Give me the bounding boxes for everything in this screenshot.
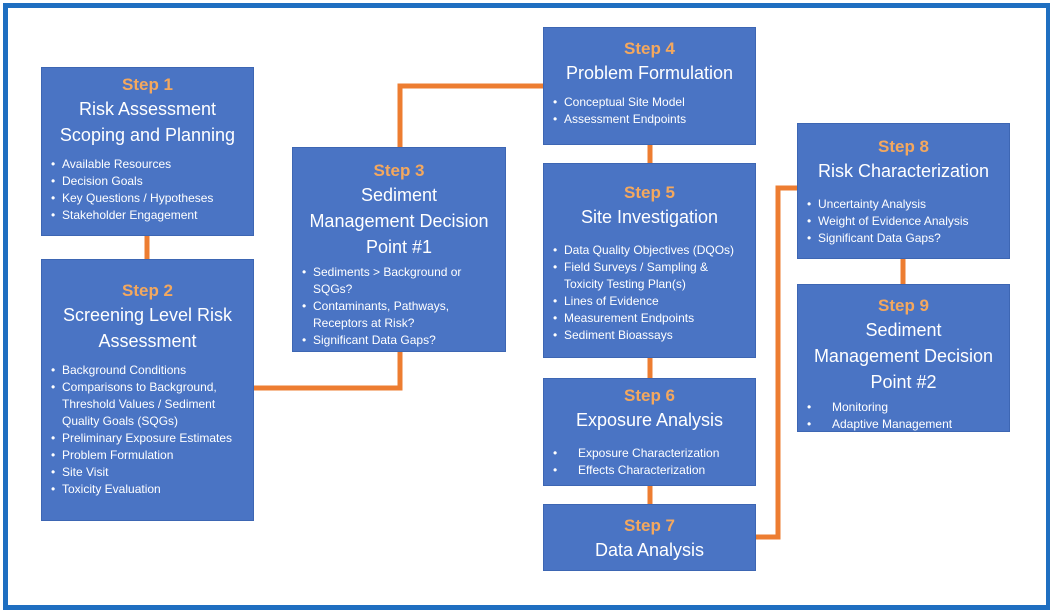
step-title: Risk Assessment Scoping and Planning [59,99,236,145]
step-number: Step 8 [877,137,930,156]
list-item: Assessment Endpoints [552,111,749,128]
step-items: Background Conditions Comparisons to Bac… [42,362,253,498]
list-item: Contaminants, Pathways, Receptors at Ris… [301,298,499,332]
list-item: Preliminary Exposure Estimates [50,430,247,447]
list-item: Data Quality Objectives (DQOs) [552,242,749,259]
step-number: Step 1 [121,75,174,94]
step-title: Screening Level Risk Assessment [62,305,233,351]
list-item: Significant Data Gaps? [301,332,499,349]
list-item: Significant Data Gaps? [806,230,1003,247]
step-title: Sediment Management Decision Point #2 [813,320,994,392]
list-item: Effects Characterization [552,462,749,479]
list-item: Problem Formulation [50,447,247,464]
connector-step3-step4 [397,83,543,147]
connector-step2-step3 [254,352,403,391]
step-items: Exposure Characterization Effects Charac… [544,445,755,479]
step-2-box: Step 2 Screening Level Risk Assessment B… [41,259,254,521]
list-item: Adaptive Management [806,416,1003,433]
step-title: Exposure Analysis [575,410,724,430]
list-item: Field Surveys / Sampling & Toxicity Test… [552,259,749,293]
connector-step7-step8 [756,185,797,540]
list-item: Comparisons to Background, Threshold Val… [50,379,247,430]
list-item: Lines of Evidence [552,293,749,310]
step-items: Available Resources Decision Goals Key Q… [42,156,253,224]
step-6-box: Step 6 Exposure Analysis Exposure Charac… [543,378,756,486]
list-item: Monitoring [806,399,1003,416]
list-item: Available Resources [50,156,247,173]
step-items: Sediments > Background or SQGs? Contamin… [293,264,505,349]
step-items: Conceptual Site Model Assessment Endpoin… [544,94,755,128]
list-item: Site Visit [50,464,247,481]
step-number: Step 4 [623,39,676,58]
step-title: Sediment Management Decision Point #1 [309,185,489,257]
step-7-box: Step 7 Data Analysis [543,504,756,571]
step-number: Step 7 [623,516,676,535]
list-item: Weight of Evidence Analysis [806,213,1003,230]
step-number: Step 9 [877,296,930,315]
step-number: Step 5 [623,183,676,202]
list-item: Conceptual Site Model [552,94,749,111]
step-items: Data Quality Objectives (DQOs) Field Sur… [544,242,755,344]
step-title: Problem Formulation [565,63,734,83]
step-9-box: Step 9 Sediment Management Decision Poin… [797,284,1010,433]
diagram-frame [3,3,1050,610]
step-title: Site Investigation [580,207,719,227]
step-8-box: Step 8 Risk Characterization Uncertainty… [797,123,1010,259]
list-item: Toxicity Evaluation [50,481,247,498]
step-3-box: Step 3 Sediment Management Decision Poin… [292,147,506,352]
step-number: Step 6 [623,386,676,405]
list-item: Uncertainty Analysis [806,196,1003,213]
step-4-box: Step 4 Problem Formulation Conceptual Si… [543,27,756,145]
list-item: Sediment Bioassays [552,327,749,344]
list-item: Background Conditions [50,362,247,379]
step-title: Risk Characterization [817,161,990,181]
list-item: Key Questions / Hypotheses [50,190,247,207]
step-number: Step 2 [121,281,174,300]
step-1-box: Step 1 Risk Assessment Scoping and Plann… [41,67,254,236]
list-item: Exposure Characterization [552,445,749,462]
step-number: Step 3 [373,161,425,180]
step-5-box: Step 5 Site Investigation Data Quality O… [543,163,756,358]
list-item: Measurement Endpoints [552,310,749,327]
list-item: Decision Goals [50,173,247,190]
step-title: Data Analysis [594,540,705,560]
list-item: Sediments > Background or SQGs? [301,264,499,298]
step-items: Monitoring Adaptive Management [798,399,1009,433]
step-items: Uncertainty Analysis Weight of Evidence … [798,196,1009,247]
list-item: Stakeholder Engagement [50,207,247,224]
